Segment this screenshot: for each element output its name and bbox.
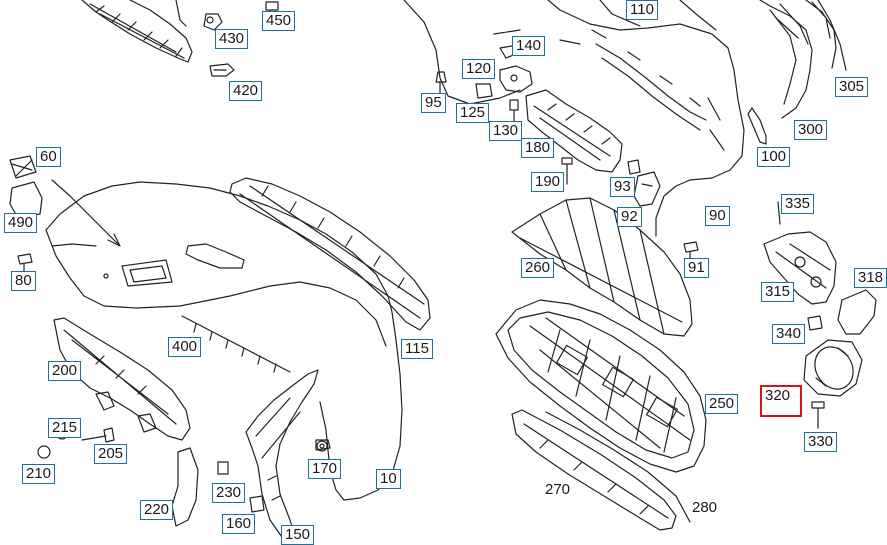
clip-230-part: [217, 461, 229, 475]
callout-110[interactable]: 110: [626, 0, 658, 20]
callout-100[interactable]: 100: [757, 147, 791, 167]
callout-130[interactable]: 130: [489, 121, 523, 141]
callout-260[interactable]: 260: [521, 258, 555, 278]
part-318: [837, 289, 877, 335]
clip-340-part: [807, 315, 823, 331]
callout-318[interactable]: 318: [854, 268, 887, 288]
upper-bumper-cover-part: [403, 0, 847, 237]
mudflap-220-part: [171, 447, 199, 527]
trim-300-part: [769, 9, 797, 105]
callout-490[interactable]: 490: [4, 213, 38, 233]
assembly-arrow: [51, 179, 119, 245]
strip-280-part: [545, 411, 691, 523]
callout-450[interactable]: 450: [262, 11, 296, 31]
bolt-330-part: [811, 401, 825, 429]
clip-160-part: [249, 495, 265, 513]
callout-95[interactable]: 95: [421, 93, 446, 113]
callout-300[interactable]: 300: [794, 120, 828, 140]
undertray-250-part: [495, 299, 707, 473]
impact-bar-115-part: [229, 177, 431, 331]
bracket-180-part: [525, 89, 641, 175]
callout-330[interactable]: 330: [804, 432, 838, 452]
trim-strip-400-part: [181, 315, 291, 373]
strip-305-part: [805, 0, 837, 69]
callout-125[interactable]: 125: [456, 103, 490, 123]
callout-205[interactable]: 205: [94, 444, 128, 464]
bracket-315-part: [763, 201, 837, 305]
callout-315[interactable]: 315: [761, 282, 795, 302]
clip-430-part: [175, 0, 223, 31]
bolt-190-part: [561, 157, 573, 185]
callout-10[interactable]: 10: [376, 469, 401, 489]
callout-90[interactable]: 90: [705, 206, 730, 226]
callout-305[interactable]: 305: [835, 77, 869, 97]
callout-80[interactable]: 80: [11, 271, 36, 291]
callout-340[interactable]: 340: [772, 324, 806, 344]
part-420: [209, 63, 235, 77]
lower-bumper-cover-part: [45, 181, 403, 501]
bracket-93-part: [633, 171, 661, 207]
callout-210[interactable]: 210: [22, 464, 56, 484]
diffuser-260-part: [511, 197, 693, 337]
callout-180[interactable]: 180: [521, 138, 555, 158]
callout-230[interactable]: 230: [212, 483, 246, 503]
callout-91[interactable]: 91: [684, 258, 709, 278]
callout-400[interactable]: 400: [168, 337, 202, 357]
callout-280[interactable]: 280: [692, 499, 718, 516]
callout-115[interactable]: 115: [401, 339, 433, 359]
callout-120[interactable]: 120: [462, 59, 496, 79]
callout-140[interactable]: 140: [512, 36, 546, 56]
callout-93[interactable]: 93: [610, 177, 635, 197]
diffuser-270-part: [511, 409, 677, 531]
callout-250[interactable]: 250: [705, 394, 739, 414]
callout-220[interactable]: 220: [140, 500, 174, 520]
bracket-140-part: [435, 45, 533, 125]
callout-420[interactable]: 420: [229, 81, 263, 101]
clip-170-part: [315, 439, 331, 451]
part-60: [9, 155, 37, 179]
callout-190[interactable]: 190: [531, 172, 565, 192]
exhaust-tip-320-part: [803, 339, 863, 397]
cover-490-part: [9, 181, 43, 219]
clip-80-part: [17, 253, 33, 273]
bracket-upper-left-part: [81, 0, 193, 63]
callout-60[interactable]: 60: [36, 147, 61, 167]
callout-430[interactable]: 430: [215, 29, 249, 49]
callout-150[interactable]: 150: [281, 525, 315, 545]
callout-215[interactable]: 215: [48, 418, 82, 438]
bracket-200-part: [53, 317, 191, 441]
callout-200[interactable]: 200: [48, 361, 82, 381]
nut-210-part: [37, 445, 51, 459]
callout-92[interactable]: 92: [617, 207, 642, 227]
callout-270[interactable]: 270: [545, 481, 571, 498]
callout-170[interactable]: 170: [308, 459, 342, 479]
bracket-150-part: [245, 369, 319, 541]
callout-160[interactable]: 160: [222, 514, 256, 534]
callout-335[interactable]: 335: [781, 194, 815, 214]
callout-320-selected[interactable]: 320: [760, 385, 802, 417]
